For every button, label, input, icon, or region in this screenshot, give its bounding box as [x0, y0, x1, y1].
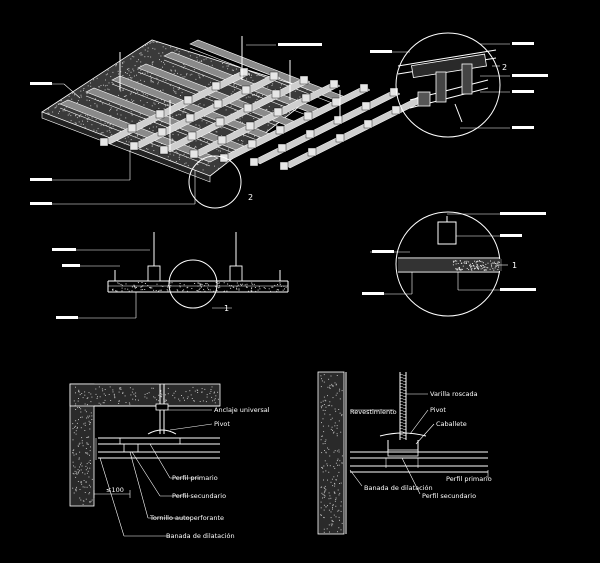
anclaje-universal-label: Anclaje universal [214, 406, 270, 414]
detail-2-enlarged: 2 [370, 32, 548, 138]
detail-2-callout: 2 [248, 193, 253, 202]
perfil-secundario-label-right: Perfil secundario [422, 492, 476, 500]
detail-1-label: 1 [512, 261, 517, 270]
wall-junction-detail: ≤100 Anclaje universal Pivot Perfil prim… [69, 383, 270, 540]
banda-label-right: Banada de dilatación [364, 484, 433, 492]
wall-section-detail: Varilla roscada Revestimiento Pivot Caba… [317, 371, 492, 535]
detail-2-label: 2 [502, 63, 507, 72]
threaded-rod [399, 373, 407, 440]
dimension-label: ≤100 [106, 486, 124, 494]
tornillo-label: Tornillo autoperforante [149, 514, 224, 522]
section-texture [112, 282, 287, 292]
detail-1-callout: 1 [224, 304, 229, 313]
revestimiento-label: Revestimiento [350, 408, 397, 416]
detail-1-enlarged: 1 [362, 211, 546, 317]
varilla-label: Varilla roscada [430, 390, 478, 398]
detail-1-texture [452, 260, 500, 271]
banda-label-left: Banada de dilatación [166, 532, 235, 540]
isometric-ceiling-view: 2 [30, 36, 431, 209]
wall-texture-right [320, 374, 343, 533]
perfil-primario-label-left: Perfil primario [172, 474, 218, 482]
pivot-label-right: Pivot [430, 406, 446, 414]
perfil-primario-label-right: Perfil primario [446, 475, 492, 483]
pivot-label-left: Pivot [214, 420, 230, 428]
caballete-label: Caballete [436, 420, 467, 428]
ceiling-section-view: 1 [52, 232, 289, 319]
perfil-secundario-label-left: Perfil secundario [172, 492, 226, 500]
